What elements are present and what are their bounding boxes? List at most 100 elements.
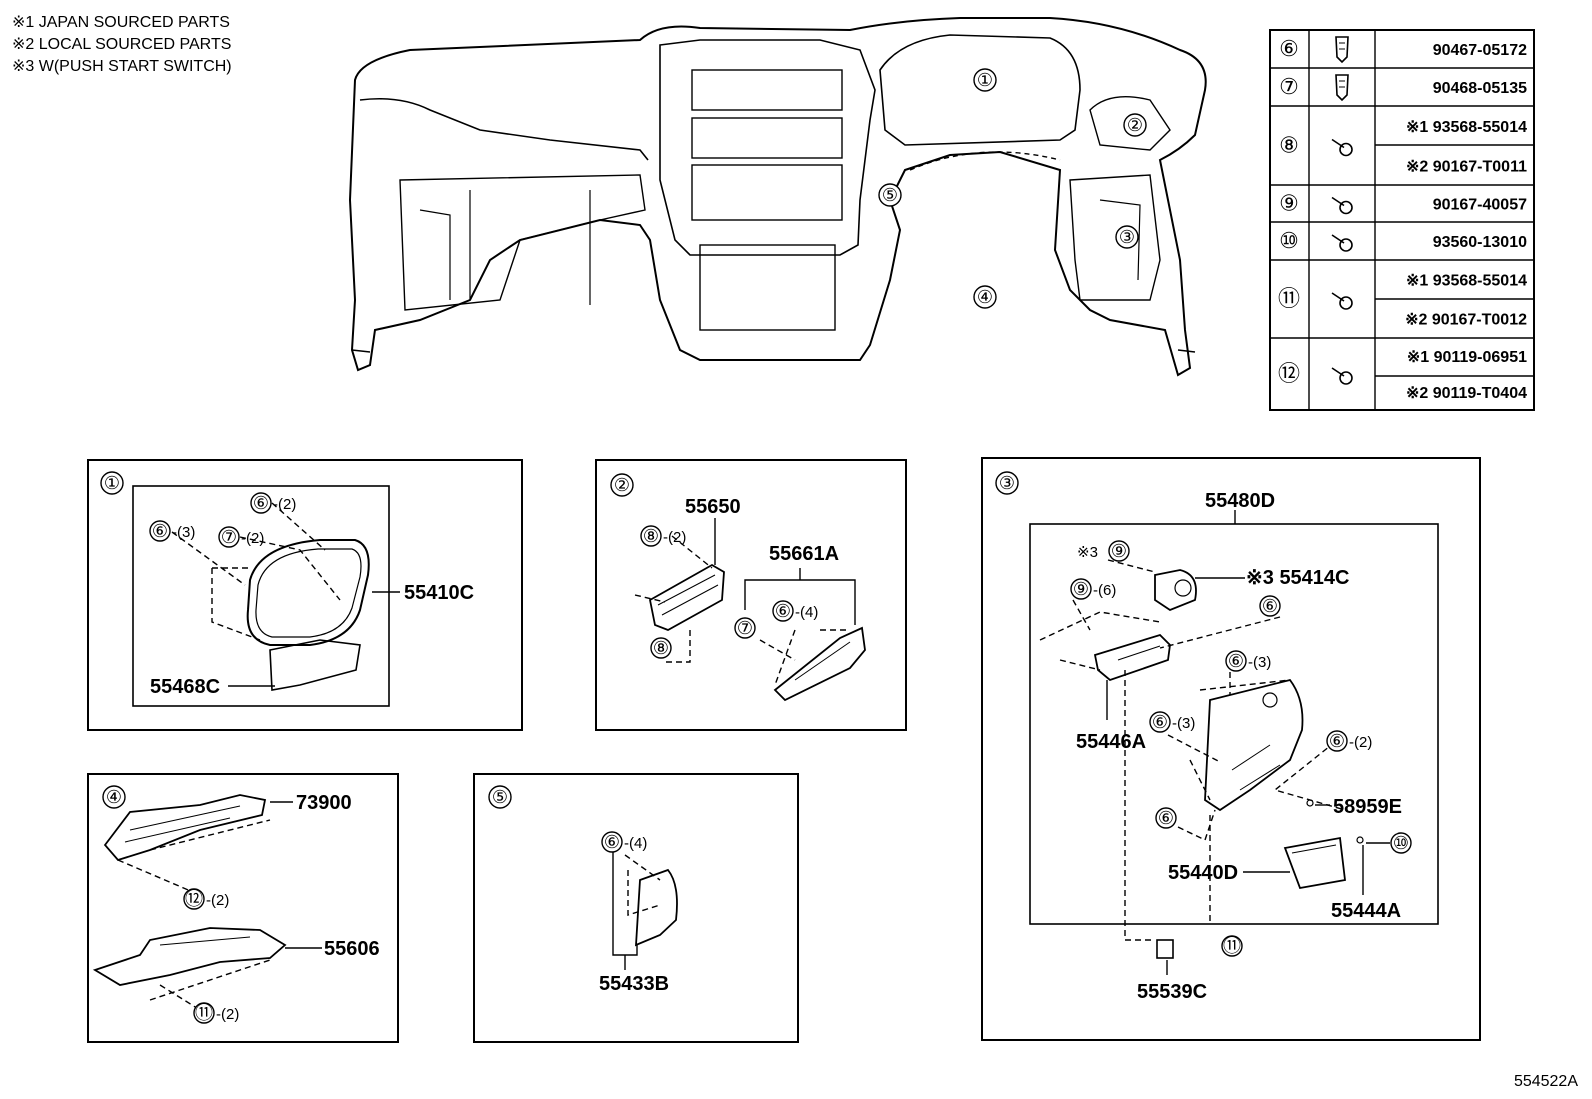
p4-callout-12: ⑫ — [185, 889, 203, 909]
part-55539C: 55539C — [1137, 981, 1207, 1003]
fastener-ref: ⑫ — [1278, 361, 1300, 386]
overview-callout-3: ③ — [1119, 227, 1135, 247]
overview-callout-2: ② — [1127, 115, 1143, 135]
fastener-part-number: 90467-05172 — [1433, 42, 1527, 59]
p1-callout-6a: ⑥ — [253, 493, 269, 513]
overview-callout-1: ① — [977, 70, 993, 90]
fastener-ref: ⑦ — [1279, 74, 1299, 99]
p4-qty-11: -(2) — [216, 1006, 239, 1023]
fastener-ref: ⑧ — [1279, 133, 1299, 158]
p3-note-x3a: ※3 — [1077, 544, 1098, 561]
part-58959E: 58959E — [1333, 796, 1402, 818]
fastener-part-number: ※1 93568-55014 — [1406, 119, 1527, 136]
legend-item-push-start: ※3 W(PUSH START SWITCH) — [12, 58, 232, 75]
p2-callout-6: ⑥ — [775, 601, 791, 621]
part-55661A: 55661A — [769, 543, 839, 565]
glove-box-door-drawing — [92, 794, 287, 986]
side-trim-drawing — [635, 868, 678, 947]
p2-callout-8a: ⑧ — [643, 526, 659, 546]
p1-qty-6b: -(3) — [172, 524, 195, 541]
p2-callout-7: ⑦ — [737, 618, 753, 638]
p5-callout-6: ⑥ — [604, 832, 620, 852]
part-55606: 55606 — [324, 938, 380, 960]
fastener-ref: ⑩ — [1279, 228, 1299, 253]
part-73900: 73900 — [296, 792, 352, 814]
panel-1-number: ① — [104, 473, 120, 493]
p3-qty-6d: -(2) — [1349, 734, 1372, 751]
bolt-icon — [1331, 367, 1353, 385]
p3-callout-11: ⑪ — [1223, 936, 1241, 956]
legend-item-local: ※2 LOCAL SOURCED PARTS — [12, 36, 232, 53]
panel-4-number: ④ — [106, 787, 122, 807]
part-55480D: 55480D — [1205, 490, 1275, 512]
part-55433B: 55433B — [599, 973, 669, 995]
p1-callout-6b: ⑥ — [152, 521, 168, 541]
screw-icon — [1331, 292, 1353, 310]
p3-callout-6b: ⑥ — [1228, 651, 1244, 671]
clip-icon — [1335, 36, 1349, 64]
cluster-finish-panel-drawing — [246, 539, 370, 691]
p3-callout-9a: ⑨ — [1111, 541, 1127, 561]
panel-3-number: ③ — [999, 473, 1015, 493]
panel-3: ③ 55480D — [981, 457, 1481, 1041]
p3-callout-6e: ⑥ — [1158, 808, 1174, 828]
drawing-code: 554522A — [1513, 1073, 1578, 1090]
fastener-ref: ⑥ — [1279, 36, 1299, 61]
dashboard-overview — [348, 17, 1207, 377]
part-55414C: ※3 55414C — [1246, 567, 1350, 589]
fastener-ref: ⑨ — [1279, 191, 1299, 216]
part-55440D: 55440D — [1168, 862, 1238, 884]
p4-qty-12: -(2) — [206, 892, 229, 909]
p2-callout-8b: ⑧ — [653, 638, 669, 658]
part-55446A: 55446A — [1076, 731, 1146, 753]
part-55468C: 55468C — [150, 676, 220, 698]
p4-callout-11: ⑪ — [195, 1003, 213, 1023]
p1-qty-6a: -(2) — [273, 496, 296, 513]
clip-icon — [1335, 74, 1349, 102]
p3-callout-6d: ⑥ — [1329, 731, 1345, 751]
panel-2-number: ② — [614, 475, 630, 495]
overview-callout-4: ④ — [977, 287, 993, 307]
overview-callouts: ① ② ③ ④ ⑤ — [878, 68, 1147, 309]
fastener-part-number: ※2 90167-T0012 — [1405, 312, 1527, 329]
fastener-part-number: ※2 90119-T0404 — [1406, 385, 1527, 402]
p3-callout-9b: ⑨ — [1073, 579, 1089, 599]
part-55444A: 55444A — [1331, 900, 1401, 922]
fastener-rows: ⑥ 90467-05172 ⑦ 90468-05135 ⑧ ※1 93568-55014 ※… — [1278, 36, 1527, 402]
panel-1: ① ⑥ -(2) ⑥ -(3) ⑦ -(2) 55410C 55468C — [87, 459, 523, 731]
screw-icon — [1331, 196, 1353, 215]
panel-5: ⑤ ⑥ -(4) 55433B — [473, 773, 799, 1043]
fastener-part-number: 90167-40057 — [1433, 197, 1527, 214]
screw-icon — [1331, 138, 1353, 157]
p5-qty-6: -(4) — [624, 835, 647, 852]
fastener-part-number: 90468-05135 — [1433, 80, 1527, 97]
p2-qty-6: -(4) — [795, 604, 818, 621]
fastener-ref: ⑪ — [1278, 286, 1300, 311]
p3-qty-6b: -(3) — [1248, 654, 1271, 671]
p2-qty-8a: -(2) — [663, 529, 686, 546]
p3-qty-9b: -(6) — [1093, 582, 1116, 599]
legend: ※1 JAPAN SOURCED PARTS ※2 LOCAL SOURCED … — [12, 12, 232, 78]
part-55410C: 55410C — [404, 582, 474, 604]
fastener-part-number: ※1 90119-06951 — [1407, 349, 1527, 366]
screw-icon — [1331, 234, 1353, 252]
fastener-part-number: 93560-13010 — [1433, 234, 1527, 251]
p3-callout-10: ⑩ — [1393, 833, 1409, 853]
panel-2: ② 55650 ⑧ -(2) 55661A ⑥ -(4) ⑦ ⑧ — [595, 459, 907, 731]
legend-item-japan: ※1 JAPAN SOURCED PARTS — [12, 14, 230, 31]
p3-qty-6c: -(3) — [1172, 715, 1195, 732]
panel-5-number: ⑤ — [492, 787, 508, 807]
fastener-part-number: ※1 93568-55014 — [1406, 273, 1527, 290]
p3-callout-6a: ⑥ — [1262, 596, 1278, 616]
fastener-part-number: ※2 90167-T0011 — [1406, 158, 1527, 175]
overview-callout-5: ⑤ — [882, 185, 898, 205]
part-55650: 55650 — [685, 496, 741, 518]
side-register-drawing — [648, 563, 866, 702]
p1-callout-7: ⑦ — [221, 527, 237, 547]
p3-callout-6c: ⑥ — [1152, 712, 1168, 732]
panel-4: ④ 73900 ⑫ -(2) 55606 ⑪ -(2) — [87, 773, 399, 1043]
fastener-table: ⑥ 90467-05172 ⑦ 90468-05135 ⑧ ※1 93568-55014 ※… — [1269, 29, 1535, 411]
p1-qty-7: -(2) — [241, 530, 264, 547]
lower-panel-drawing — [1093, 569, 1364, 959]
